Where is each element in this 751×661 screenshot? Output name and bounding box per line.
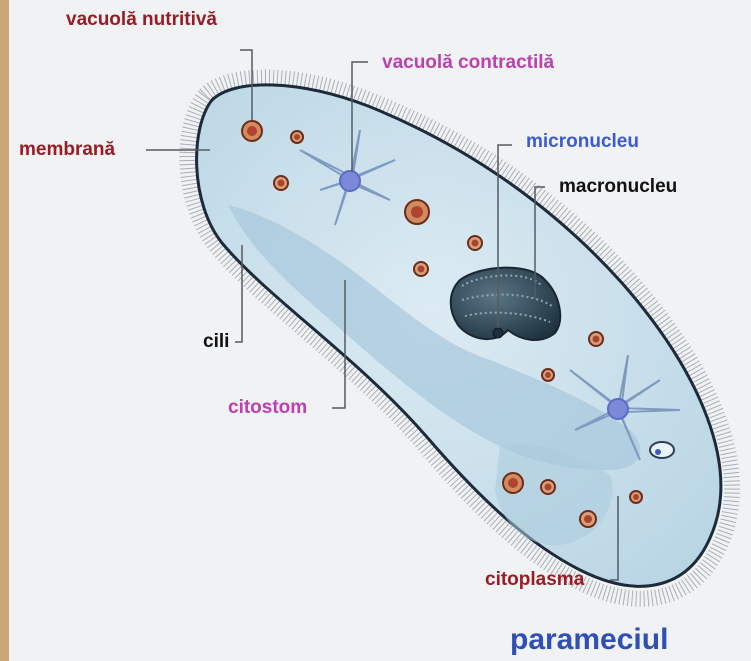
label-vacuola-nutritiva: vacuolă nutritivă [66, 10, 217, 29]
label-membrana: membrană [19, 140, 115, 159]
cytostome-opening [650, 442, 674, 458]
label-citoplasma: citoplasma [485, 570, 584, 589]
label-cili: cili [203, 332, 229, 351]
diagram-title: parameciul [510, 625, 668, 655]
label-vacuola-contractila: vacuolă contractilă [382, 53, 554, 72]
paramecium-illustration [9, 0, 751, 661]
label-macronucleu: macronucleu [559, 177, 677, 196]
cytostome-dot [655, 449, 661, 455]
macronucleus [451, 268, 560, 340]
label-citostom: citostom [228, 398, 307, 417]
micronucleus [493, 328, 503, 338]
label-micronucleu: micronucleu [526, 132, 639, 151]
cell-membrane [197, 85, 721, 586]
diagram-canvas: vacuolă nutritivă vacuolă contractilă me… [9, 0, 751, 661]
